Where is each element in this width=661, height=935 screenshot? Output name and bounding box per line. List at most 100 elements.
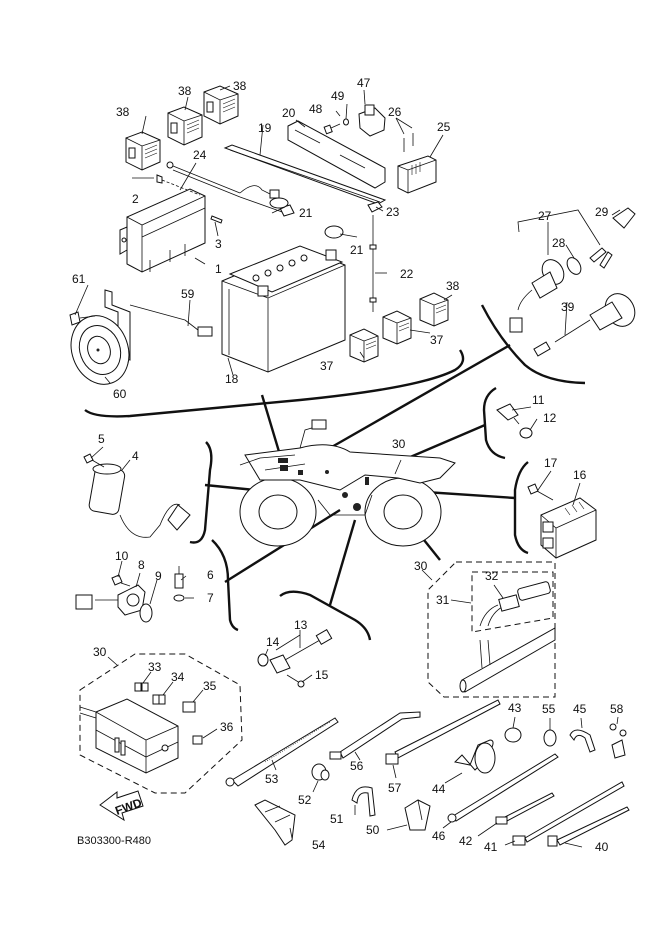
callout-54: 54	[312, 838, 326, 852]
callout-7: 7	[207, 591, 214, 605]
harness-31-dashed	[471, 571, 554, 633]
callout-33: 33	[148, 660, 162, 674]
relay-38a	[125, 131, 161, 171]
damper-21a	[269, 197, 289, 209]
callout-36: 36	[220, 720, 234, 734]
callout-9: 9	[155, 569, 162, 583]
starter-relay-25	[397, 155, 437, 194]
battery-cover-20	[287, 120, 386, 189]
o-ring-12	[519, 427, 533, 439]
callout-48: 48	[309, 102, 323, 116]
callout-37: 37	[430, 333, 444, 347]
sub-lead-31	[479, 604, 505, 627]
callout-58: 58	[610, 702, 624, 716]
callout-28: 28	[552, 236, 566, 250]
sensor-6	[174, 566, 184, 589]
washer-7	[173, 594, 185, 602]
cable-tie-56	[329, 711, 421, 760]
group-boundary-top	[84, 349, 465, 418]
callout-16: 16	[573, 468, 587, 482]
clip-43	[504, 727, 522, 743]
clip-58	[609, 723, 627, 759]
callout-30: 30	[93, 645, 107, 659]
speed-sensor-13	[269, 628, 333, 674]
callout-19: 19	[258, 121, 272, 135]
callout-46: 46	[432, 829, 446, 843]
callout-41: 41	[484, 840, 498, 854]
key-set-29	[589, 207, 636, 269]
horn-60	[69, 289, 213, 385]
group-boundary-sensor	[211, 539, 239, 632]
callout-17: 17	[544, 456, 558, 470]
callout-24: 24	[193, 148, 207, 162]
bolts-26	[403, 133, 414, 152]
callout-45: 45	[573, 702, 587, 716]
clamp-54	[254, 799, 296, 846]
callout-4: 4	[132, 449, 139, 463]
cable-tie-42	[495, 792, 555, 825]
callout-11: 11	[532, 393, 545, 407]
callout-14: 14	[266, 635, 280, 649]
callout-55: 55	[542, 702, 556, 716]
bolt-5	[83, 453, 105, 468]
harness-group-30-dashed	[427, 561, 556, 698]
connector-line	[260, 394, 282, 456]
callout-20: 20	[282, 106, 296, 120]
fuse-33	[134, 682, 149, 692]
fuse-box	[79, 698, 179, 774]
callout-37: 37	[320, 359, 334, 373]
connector-line	[204, 483, 256, 492]
rod-22	[369, 215, 377, 312]
washer-49	[343, 118, 349, 126]
nut-23	[367, 201, 383, 213]
callout-30: 30	[392, 437, 406, 451]
callout-39: 39	[561, 300, 575, 314]
group-boundary-16	[513, 461, 529, 555]
callout-49: 49	[331, 89, 345, 103]
callout-6: 6	[207, 568, 214, 582]
bolt-17	[527, 483, 554, 501]
callout-38: 38	[178, 84, 192, 98]
callout-42: 42	[459, 834, 473, 848]
connector-line	[329, 343, 511, 450]
callout-56: 56	[350, 759, 364, 773]
callout-13: 13	[294, 618, 308, 632]
callout-29: 29	[595, 205, 609, 219]
callout-34: 34	[171, 670, 185, 684]
callout-32: 32	[485, 569, 499, 583]
callout-10: 10	[115, 549, 129, 563]
clip-52	[311, 763, 330, 781]
ignition-coil-4	[88, 463, 191, 538]
leader-lines	[74, 85, 621, 848]
callout-1: 1	[215, 262, 222, 276]
callout-21: 21	[299, 206, 313, 220]
fuse-box-group-30-dashed	[79, 653, 243, 794]
nut-28	[566, 257, 582, 275]
relay-37b	[382, 310, 412, 345]
callout-38: 38	[446, 279, 460, 293]
sensor-11	[496, 403, 520, 425]
clip-55	[543, 729, 557, 747]
callout-8: 8	[138, 558, 145, 572]
callout-25: 25	[437, 120, 451, 134]
callout-2: 2	[132, 192, 139, 206]
fwd-arrow	[99, 790, 144, 822]
clamp-44	[453, 739, 496, 774]
cable-tie-53	[225, 717, 339, 787]
sensor-47	[358, 104, 386, 137]
main-harness-30	[459, 627, 556, 693]
bolt-10	[111, 574, 131, 587]
battery-18	[221, 245, 346, 373]
diagram-code: B303300-R480	[77, 835, 151, 847]
o-ring-9	[139, 603, 153, 623]
callout-57: 57	[388, 781, 402, 795]
group-boundary-13	[279, 590, 372, 641]
callout-47: 47	[357, 76, 371, 90]
callout-43: 43	[508, 701, 522, 715]
group-boundary-11	[482, 386, 506, 460]
bolt-48	[323, 123, 341, 135]
connector-line	[328, 519, 357, 606]
atv-vehicle	[239, 419, 456, 547]
callout-22: 22	[400, 267, 414, 281]
